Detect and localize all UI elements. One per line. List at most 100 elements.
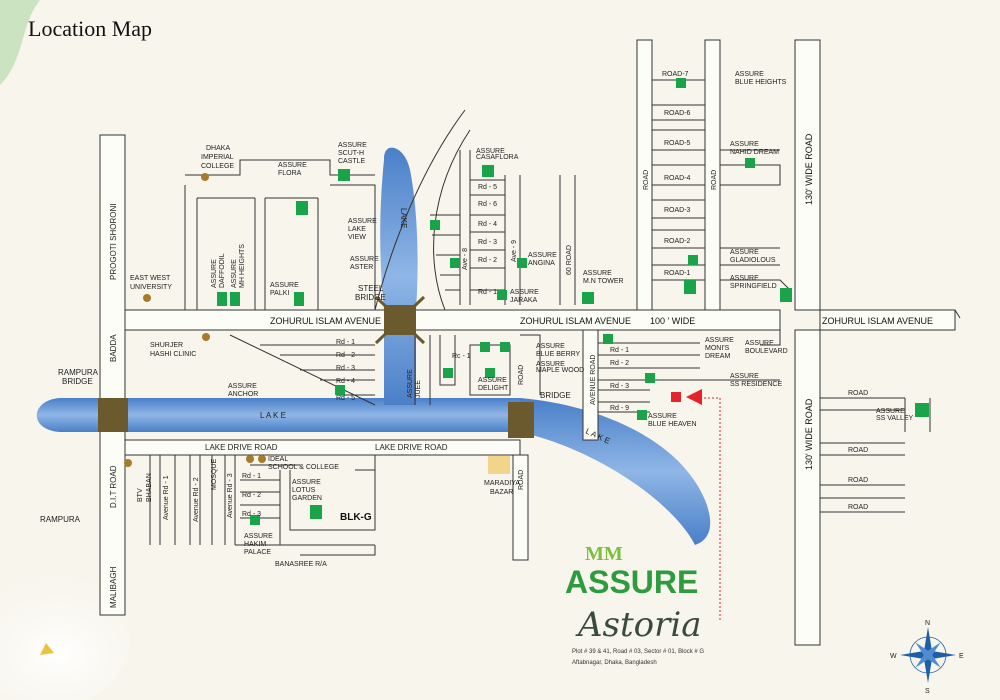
rd5-north-label: Rd - 5 xyxy=(478,184,497,191)
rd1-west-label: Rd - 1 xyxy=(336,339,355,346)
ave8-label: Ave - 8 xyxy=(462,248,469,270)
dit-road-label: D.I.T ROAD xyxy=(109,465,118,508)
rd3-north-label: Rd - 3 xyxy=(478,239,497,246)
badda-label: BADDA xyxy=(109,334,118,362)
brand-prefix: MM xyxy=(585,543,623,565)
rampura-bridge-label-1: RAMPURA xyxy=(58,368,99,377)
rd2-west-label: Rd - 2 xyxy=(336,352,355,359)
maradiya-label-2: BAZAR xyxy=(490,489,513,496)
bridge-marker xyxy=(508,402,534,438)
property-label-daffodil: ASSUREDAFFODIL xyxy=(211,253,226,288)
corner-leaf-decoration xyxy=(0,0,40,85)
steel-bridge-marker xyxy=(374,295,426,345)
road-east-1: ROAD xyxy=(848,390,868,397)
blk-g-label: BLK-G xyxy=(340,512,372,523)
maradiya-bazar-marker xyxy=(488,456,510,474)
rd3-blkg-label: Rd - 3 xyxy=(242,511,261,518)
road3-label: ROAD-3 xyxy=(664,207,691,214)
rd5-west-label: Rd - 5 xyxy=(336,395,355,402)
compass-south: S xyxy=(925,688,930,695)
rd1-east-label: Rd - 1 xyxy=(610,347,629,354)
maradiya-label-1: MARADIYA xyxy=(484,480,520,487)
property-label-mh-heights: ASSUREMH HEIGHTS xyxy=(231,244,246,288)
road-network xyxy=(99,39,956,646)
lake-main-label: L A K E xyxy=(260,411,286,420)
east-west-label-1: EAST WEST xyxy=(130,275,171,282)
road-east-2: ROAD xyxy=(848,447,868,454)
avenue-road-label: AVENUE ROAD xyxy=(590,355,597,405)
malibagh-label: MALIBAGH xyxy=(109,566,118,608)
rd6-north-label: Rd - 6 xyxy=(478,201,497,208)
shurjer-label-2: HASHI CLINIC xyxy=(150,351,196,358)
shurjer-dot xyxy=(202,333,210,341)
btv-label-1: BTV xyxy=(137,488,144,502)
road-60-label: 60 ROAD xyxy=(566,245,573,275)
rd2-east-label: Rd - 2 xyxy=(610,360,629,367)
road4-label: ROAD-4 xyxy=(664,175,691,182)
property-label-juee: ASSUREJUEE xyxy=(407,369,422,398)
mosque-label: MOSQUE xyxy=(211,459,218,490)
zohurul-islam-avenue-center: ZOHURUL ISLAM AVENUE xyxy=(520,316,631,326)
rampura-bridge-marker xyxy=(98,398,128,432)
avenue-rd2-label: Avenue Rd - 2 xyxy=(193,477,200,522)
rampura-label: RAMPURA xyxy=(40,515,81,524)
avenue-rd3-label: Avenue Rd - 3 xyxy=(227,473,234,518)
shurjer-label-1: SHURJER xyxy=(150,342,183,349)
rc1-label: Rc - 1 xyxy=(452,353,471,360)
rd2-north-label: Rd - 2 xyxy=(478,257,497,264)
road-vertical-2: ROAD xyxy=(711,170,718,190)
rd2-blkg-label: Rd - 2 xyxy=(242,492,261,499)
road-east-3: ROAD xyxy=(848,477,868,484)
lake-drive-road-west: LAKE DRIVE ROAD xyxy=(205,443,278,452)
dhaka-imperial-label-3: COLLEGE xyxy=(201,163,234,170)
road-vertical-bottom: ROAD xyxy=(518,470,525,490)
rd1-north-label: Rd - 1 xyxy=(478,289,497,296)
east-west-dot xyxy=(143,294,151,302)
corner-flower-decoration xyxy=(0,570,130,700)
road-vertical-mid: ROAD xyxy=(518,365,525,385)
compass-rose-icon: N S E W xyxy=(890,620,964,695)
road-east-4: ROAD xyxy=(848,504,868,511)
road1-label: ROAD-1 xyxy=(664,270,691,277)
rd9-east-label: Rd - 9 xyxy=(610,405,629,412)
road5-label: ROAD-5 xyxy=(664,140,691,147)
bridge-label: BRIDGE xyxy=(540,391,571,400)
east-west-label-2: UNIVERSITY xyxy=(130,284,172,291)
ideal-dot-2 xyxy=(258,455,266,463)
dhaka-imperial-label-1: DHAKA xyxy=(206,145,230,152)
brand-script: Astoria xyxy=(575,605,702,645)
project-location-marker xyxy=(671,389,721,620)
brand-block: MM ASSURE Astoria Plot # 39 & 41, Road #… xyxy=(565,543,704,666)
ave9-label: Ave - 9 xyxy=(511,240,518,262)
wide-100-label: 100 ' WIDE xyxy=(650,316,695,326)
ideal-dot-1 xyxy=(246,455,254,463)
compass-north: N xyxy=(925,620,930,627)
wide-road-130-bottom: 130' WIDE ROAD xyxy=(804,398,814,470)
road-vertical-1: ROAD xyxy=(643,170,650,190)
wide-road-130-top: 130' WIDE ROAD xyxy=(804,133,814,205)
lake-vertical-label: LAKE xyxy=(399,208,408,228)
dhaka-imperial-label-2: IMPERIAL xyxy=(201,154,234,161)
road6-label: ROAD-6 xyxy=(664,110,691,117)
steel-bridge-label-1: STEEL xyxy=(358,284,384,293)
